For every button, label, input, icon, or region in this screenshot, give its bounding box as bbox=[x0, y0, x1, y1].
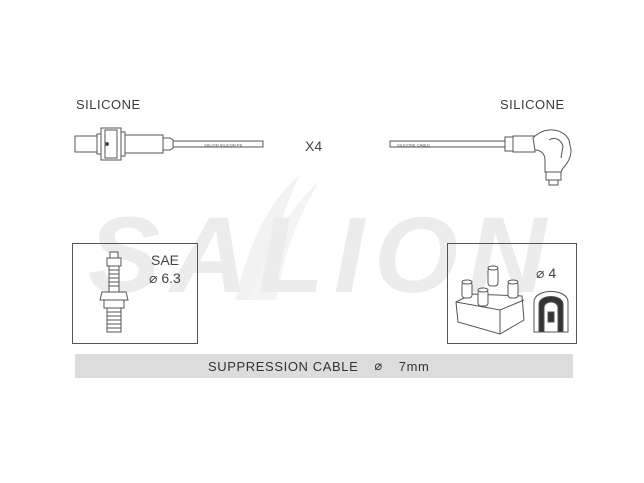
distributor-terminal-box bbox=[447, 243, 577, 344]
straight-boot-wire-drawing: SALION SILICON PK bbox=[74, 127, 264, 161]
diameter-symbol: ⌀ bbox=[374, 358, 383, 373]
distributor-size-label: ⌀ 4 bbox=[536, 265, 557, 281]
right-wire-label: SILICONE bbox=[500, 97, 565, 112]
right-wire-sleeve-text: SILICONE CABLE bbox=[397, 143, 430, 148]
terminal-size-label: ⌀ 6.3 bbox=[149, 270, 181, 286]
suppression-cable-band: SUPPRESSION CABLE ⌀ 7mm bbox=[75, 354, 573, 378]
terminal-standard-label: SAE bbox=[151, 252, 180, 268]
distributor-cap-icon bbox=[455, 265, 569, 335]
spark-plug-terminal-box bbox=[72, 243, 198, 344]
angled-boot-wire-drawing: SILICONE CABLE bbox=[389, 129, 572, 186]
spark-plug-terminal-icon bbox=[99, 251, 129, 333]
left-wire-sleeve-text: SALION SILICON PK bbox=[204, 143, 243, 148]
quantity-label: X4 bbox=[305, 138, 323, 154]
cable-diameter-value: 7mm bbox=[398, 358, 430, 374]
cable-type-label: SUPPRESSION CABLE bbox=[208, 358, 359, 374]
left-wire-label: SILICONE bbox=[76, 97, 141, 112]
